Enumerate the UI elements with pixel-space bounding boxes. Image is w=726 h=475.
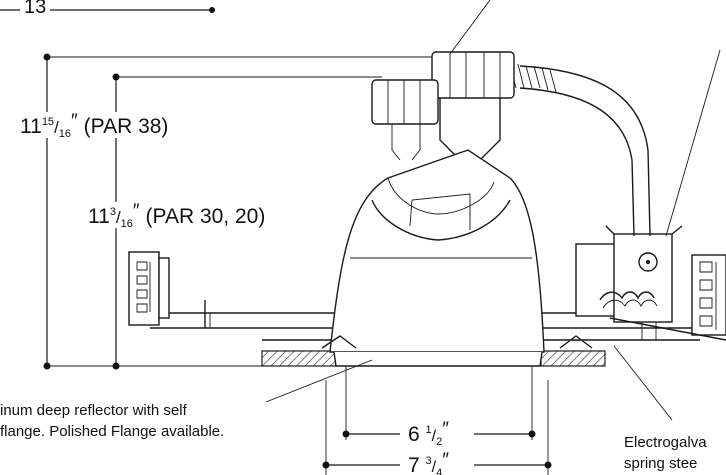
height-label-par30: 113/16″ (PAR 30, 20) [88,201,265,230]
top-dimension-label: 13 [24,0,46,18]
leader-lines [265,0,721,421]
flange-label: 7 3/4″ [408,450,449,475]
left-bar-hanger [128,251,170,326]
right-bar-hanger [691,254,726,336]
aperture-label: 6 1/2″ [408,419,449,448]
reflector-callout-line2: flange. Polished Flange available. [0,423,224,440]
reflector [329,149,545,367]
junction-box [575,225,683,340]
socket-housing [371,51,515,171]
spring-clip [599,291,726,341]
height-dimension-par38 [43,53,440,370]
height-label-par38: 1115/16″ (PAR 38) [20,111,168,140]
flange-dimension: 7 3/4″ [322,380,552,475]
spring-callout-line1: Electrogalva [624,434,707,451]
flange-clips [321,335,593,349]
reflector-callout-line1: inum deep reflector with self [0,402,188,419]
aperture-dimension: 6 1/2″ [342,366,536,448]
top-dimension-partial: 13 [0,0,215,18]
flexible-conduit [509,63,651,237]
spring-callout-line2: spring stee [624,455,697,472]
